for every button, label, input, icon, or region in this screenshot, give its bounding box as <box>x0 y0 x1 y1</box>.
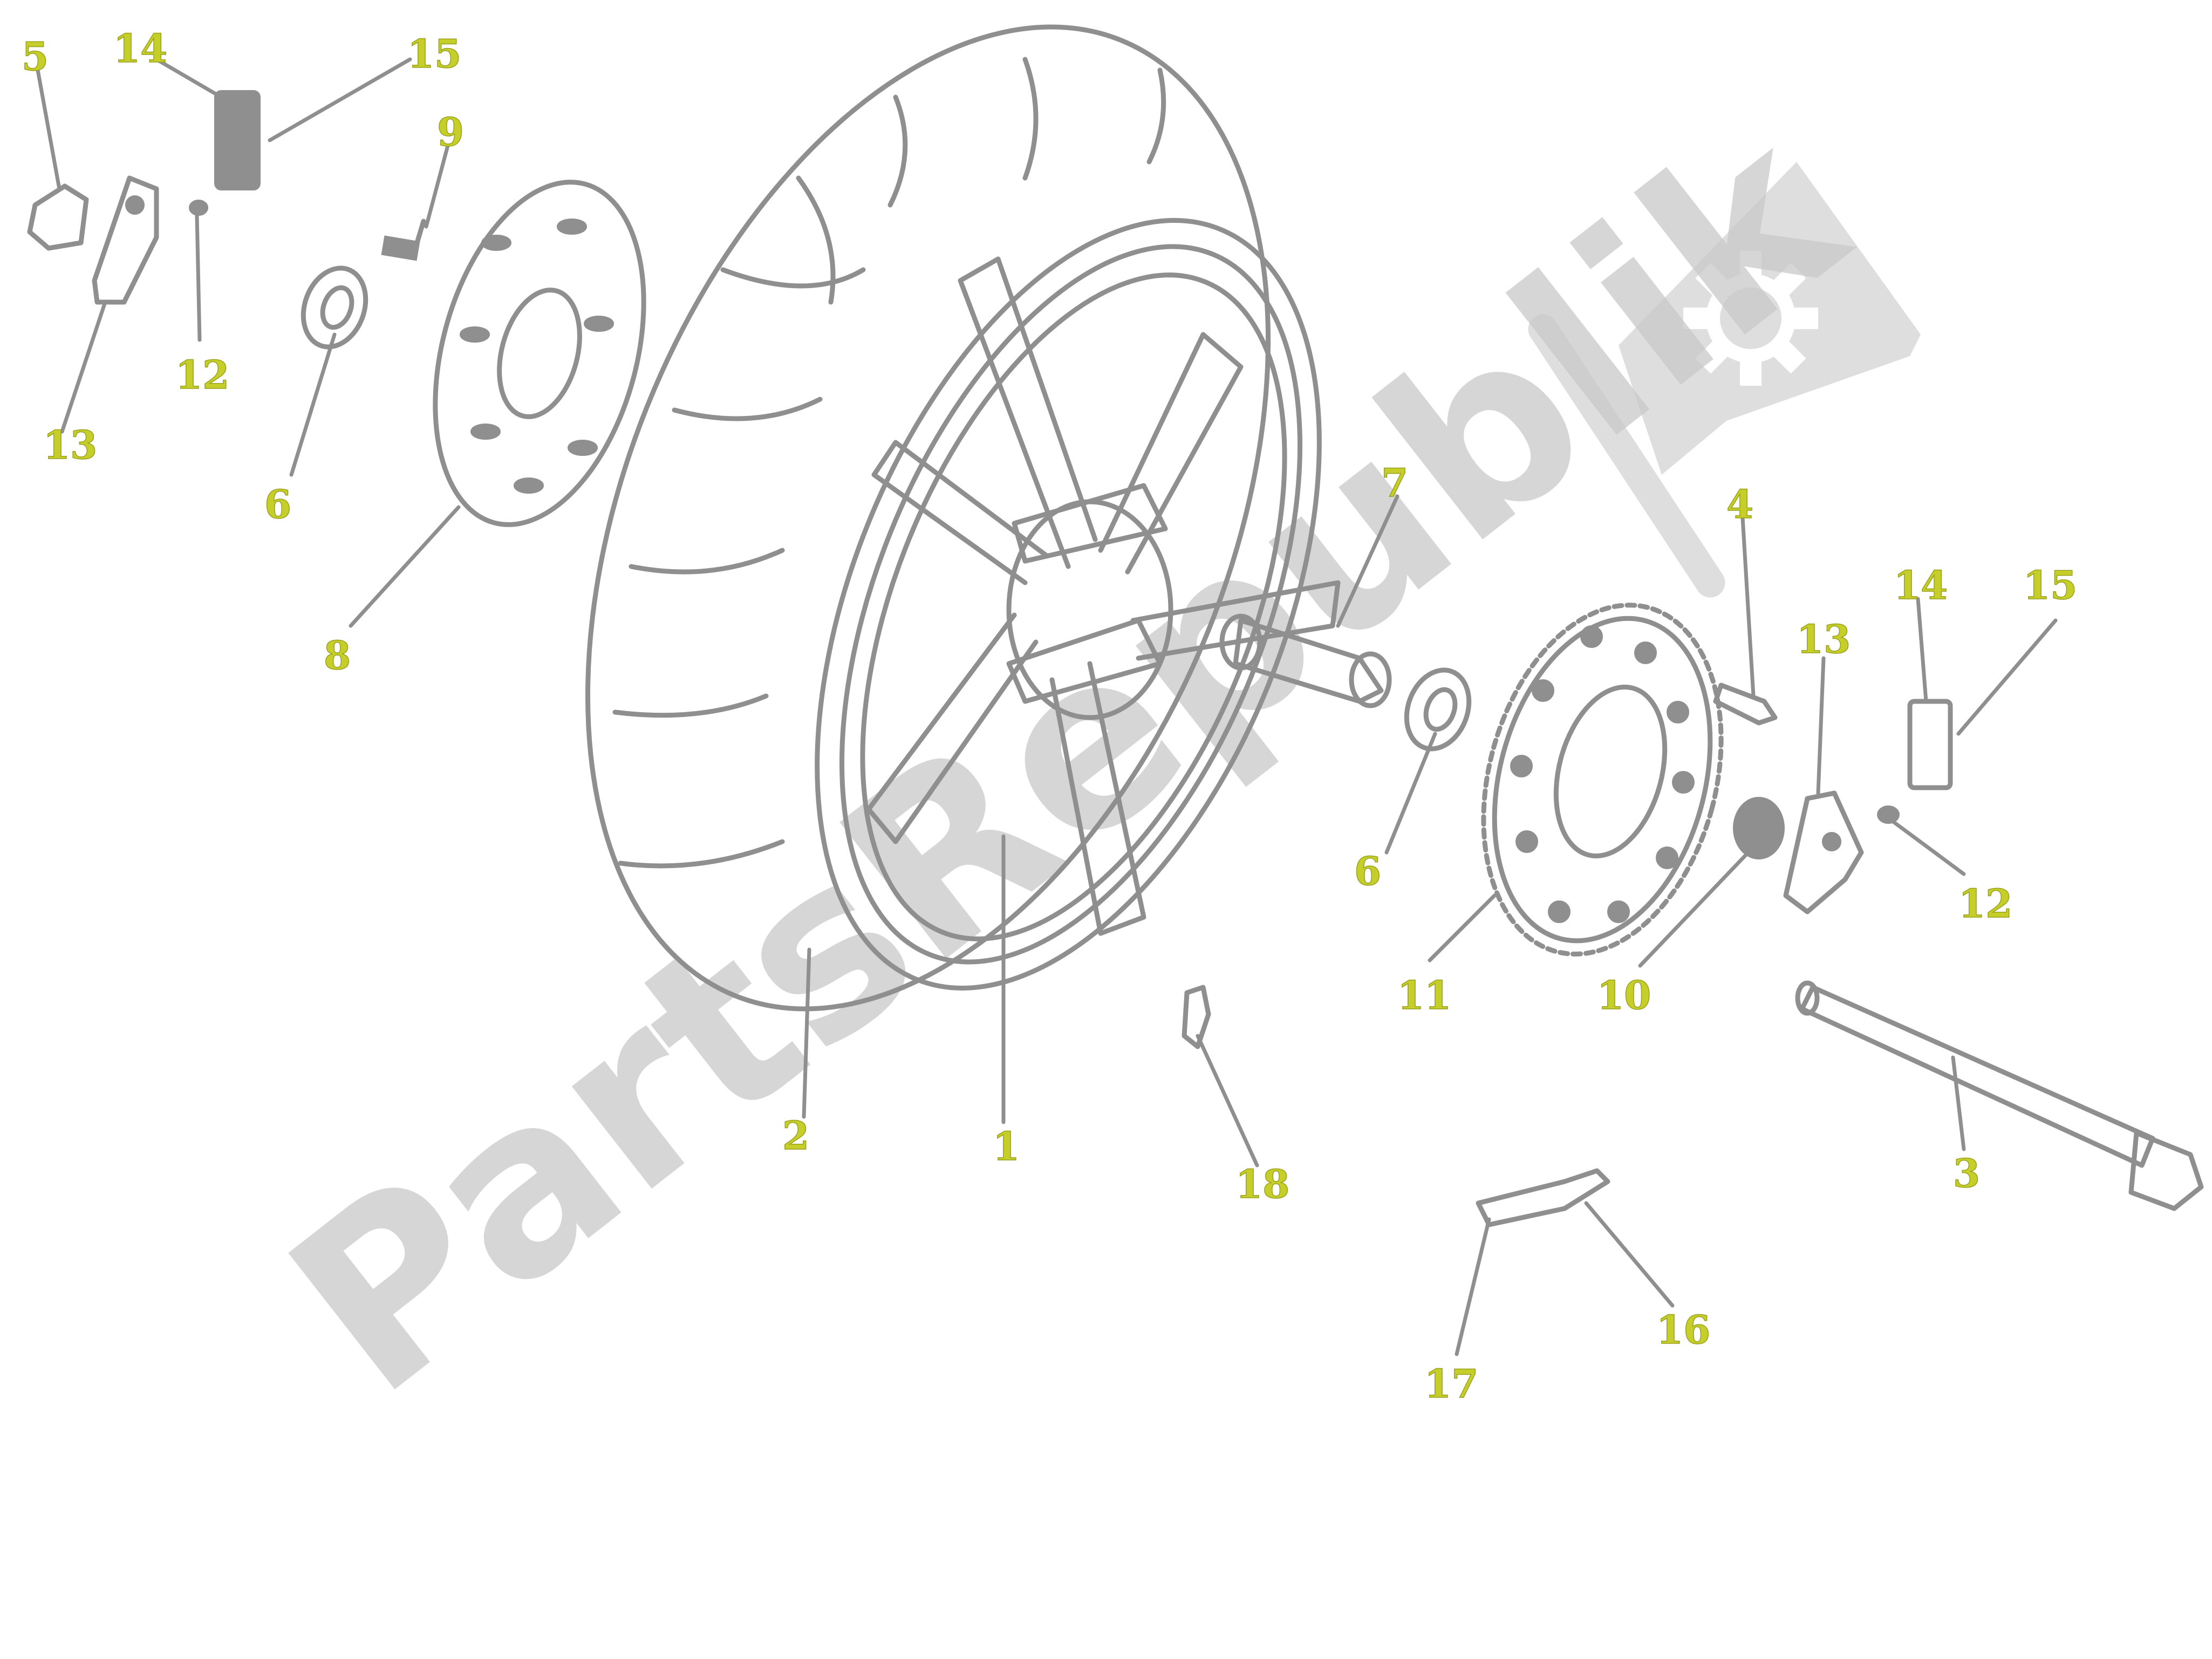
callout-12-left: 12 <box>175 352 229 398</box>
right-spacer <box>1404 667 1472 752</box>
right-chain-adjuster <box>1783 790 1864 914</box>
disc-bolt <box>381 219 426 261</box>
rear-wheel-assembly <box>585 24 1341 1012</box>
callout-14-right: 14 <box>1894 562 1948 608</box>
callout-17: 17 <box>1424 1361 1478 1407</box>
left-spacer <box>301 265 368 350</box>
callout-3: 3 <box>1953 1150 1980 1196</box>
callout-13-right: 13 <box>1797 616 1851 662</box>
rear-axle <box>1795 980 2204 1211</box>
brake-disc <box>433 180 646 527</box>
rim-inner <box>860 272 1287 941</box>
callout-4: 4 <box>1726 481 1753 527</box>
callout-7: 7 <box>1381 460 1408 506</box>
watermark-gear-badge <box>1528 162 1921 598</box>
callout-14-left: 14 <box>113 25 167 71</box>
callout-labels: 1 2 3 4 5 6 6 7 8 9 10 11 12 12 13 13 14… <box>21 25 2078 1407</box>
tire-inner-rim <box>815 218 1322 991</box>
callout-10: 10 <box>1597 972 1651 1018</box>
callout-15-right: 15 <box>2023 562 2077 608</box>
gear-icon <box>1683 251 1818 386</box>
tire-tread <box>612 57 1166 869</box>
callout-9: 9 <box>437 109 464 155</box>
tire-valve <box>1182 985 1211 1049</box>
callout-6-right: 6 <box>1354 848 1381 894</box>
axle-cap <box>1733 797 1785 859</box>
callout-6-left: 6 <box>264 481 291 527</box>
right-small-bolt <box>1877 805 1900 824</box>
left-nut <box>27 183 89 251</box>
callout-1: 1 <box>993 1123 1020 1169</box>
callout-2: 2 <box>782 1112 809 1158</box>
sprocket-bolt <box>1713 682 1778 726</box>
left-small-bolt <box>189 200 208 216</box>
wheel-spokes <box>866 256 1341 936</box>
callout-5: 5 <box>22 33 49 79</box>
callout-15-left: 15 <box>407 31 461 77</box>
left-adjuster-block <box>214 90 261 190</box>
chain-clip <box>1476 1168 1610 1227</box>
rim-edge <box>839 244 1302 965</box>
callout-11: 11 <box>1397 972 1451 1018</box>
callout-16: 16 <box>1656 1307 1710 1353</box>
callout-12-right: 12 <box>1958 880 2012 926</box>
wheel-hub <box>1006 483 1173 720</box>
rear-sprocket <box>1481 603 1724 957</box>
left-chain-adjuster <box>92 175 159 305</box>
right-adjuster-block <box>1907 699 1953 790</box>
tire-outer <box>585 24 1271 1012</box>
axle-spacer <box>1219 613 1392 708</box>
leader-lines <box>36 57 2058 1356</box>
callout-18: 18 <box>1235 1161 1289 1207</box>
callout-8: 8 <box>324 632 351 678</box>
callout-13-left: 13 <box>43 422 97 468</box>
